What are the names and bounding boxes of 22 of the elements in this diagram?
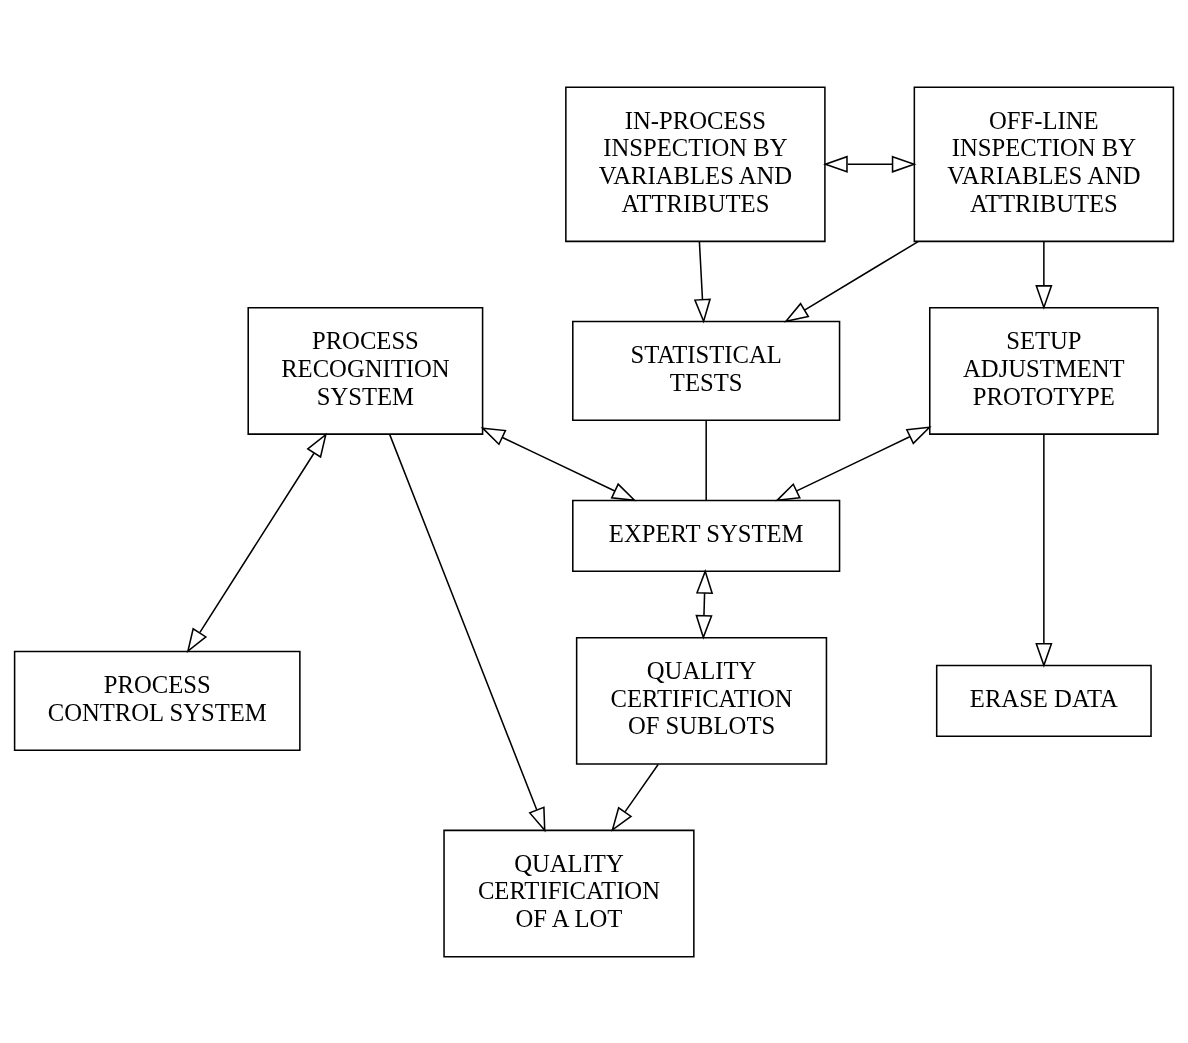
arrow [611, 763, 659, 832]
node-box: OFF-LINE INSPECTION BY VARIABLES AND ATTRIBUTES [913, 85, 1175, 242]
node-box: QUALITY CERTIFICATION OF A LOT [443, 829, 695, 958]
arrow [693, 240, 712, 324]
node-box: SETUP ADJUSTMENT PROTOTYPE [929, 306, 1159, 435]
arrow [389, 433, 546, 832]
node-box: IN-PROCESS INSPECTION BY VARIABLES AND ATTRIBUTES [565, 85, 826, 242]
node-box: STATISTICAL TESTS [572, 320, 841, 421]
node-box: ERASE DATA [935, 664, 1152, 737]
arrow [783, 240, 919, 322]
arrow [1035, 433, 1053, 668]
arrow [823, 155, 917, 173]
node-box: PROCESS RECOGNITION SYSTEM [247, 306, 484, 435]
node-box: PROCESS CONTROL SYSTEM [13, 650, 301, 751]
node-box: EXPERT SYSTEM [572, 499, 841, 572]
arrow [695, 568, 714, 640]
connector [705, 419, 707, 501]
arrow [774, 425, 932, 501]
node-box: QUALITY CERTIFICATION OF SUBLOTS [575, 636, 828, 765]
arrow [186, 432, 327, 653]
arrow [480, 426, 637, 501]
arrow [1035, 240, 1053, 310]
